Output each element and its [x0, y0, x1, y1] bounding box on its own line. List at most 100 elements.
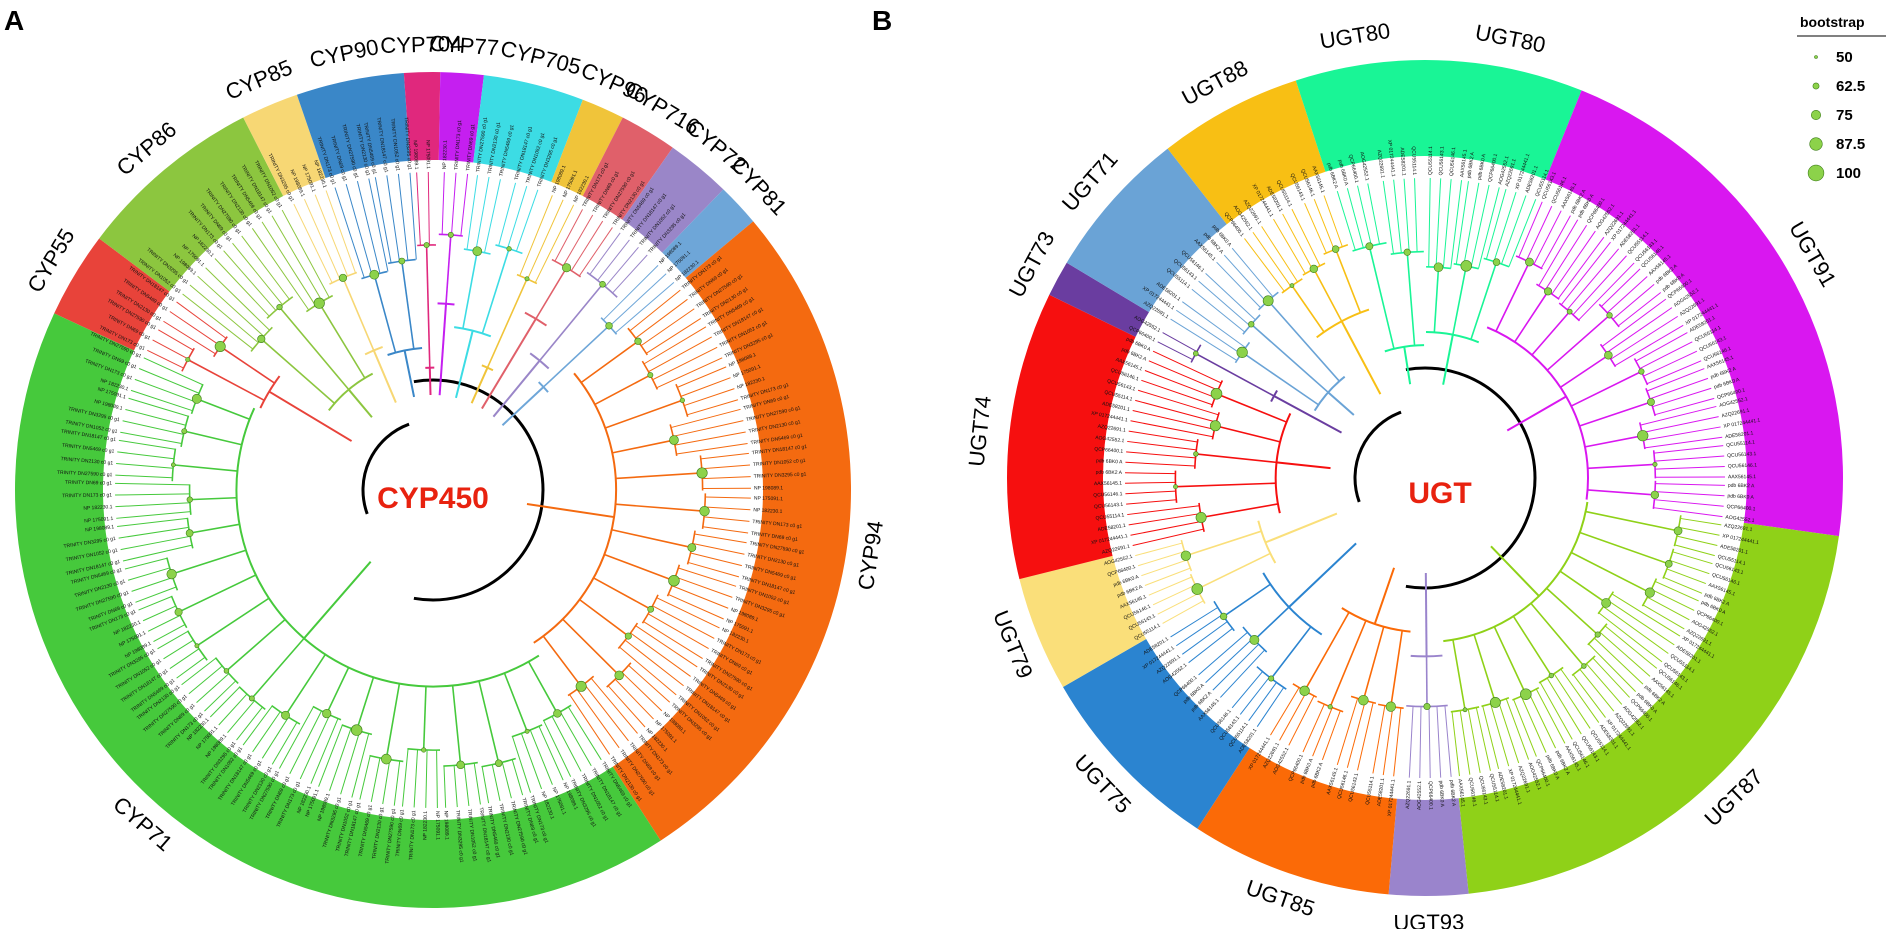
clade-band-ugt74	[1006, 294, 1136, 580]
bootstrap-node	[647, 372, 654, 379]
leaf-label: QCU55114.1	[1726, 439, 1756, 448]
clade-band-cyp705	[473, 75, 583, 182]
leaf-label: XP 017244441.1	[1387, 779, 1397, 817]
clade-band-cyp96	[551, 99, 623, 196]
leaf-label: NP 175091.1	[424, 140, 430, 169]
clade-band-cyp81	[662, 189, 754, 278]
bootstrap-node	[456, 760, 465, 770]
clade-band-ugt88	[1167, 80, 1326, 225]
bootstrap-node	[447, 231, 454, 238]
leaf-label: NP 198089.1	[442, 811, 449, 841]
bootstrap-node	[1268, 675, 1275, 682]
clade-band-cyp55	[54, 238, 170, 351]
legend-marker	[1812, 82, 1820, 90]
leaf-label: AOG42552.1	[1095, 435, 1125, 445]
clade-band-cyp71	[15, 313, 661, 908]
bootstrap-node	[338, 273, 347, 282]
leaf-label: NP 175091.1	[434, 811, 440, 840]
leaf-label: TRINITY DN27590 c0 g1	[57, 470, 113, 479]
bootstrap-node	[1403, 248, 1411, 256]
leaf-label: QCP66400.1	[1726, 504, 1756, 513]
bootstrap-node	[687, 543, 697, 552]
leaf-label: QCU56146.1	[1728, 463, 1758, 470]
leaf-label: pdb 6BK2 A	[1728, 483, 1755, 490]
leaf-label: AZQ22691.1	[1376, 149, 1386, 178]
bootstrap-node	[1210, 387, 1223, 400]
leaf-label: QCU56146.1	[1449, 147, 1458, 177]
bootstrap-node	[647, 605, 655, 613]
bootstrap-node	[1673, 526, 1683, 536]
leaf-label: AAX56145.1	[1459, 149, 1468, 178]
legend-marker	[1811, 110, 1822, 121]
legend-label: 100	[1836, 165, 1861, 182]
leaf-label: TRINITY DN3295 c0 g1	[754, 472, 807, 480]
leaf-label: TRINITY DN1052 c0 g1	[389, 118, 401, 171]
bootstrap-node	[322, 708, 332, 719]
bootstrap-node	[553, 709, 562, 718]
bootstrap-node	[223, 668, 230, 674]
clade-label-cyp90: CYP90	[307, 34, 380, 72]
clade-band-cyp716	[582, 117, 673, 220]
clade-band-ugt73	[1049, 262, 1149, 337]
legend-label: 87.5	[1836, 136, 1865, 153]
bootstrap-node	[1309, 264, 1318, 274]
bootstrap-node	[562, 263, 572, 273]
leaf-label: TRINITY DN3295 c0 g1	[403, 117, 413, 170]
bootstrap-node	[575, 680, 587, 692]
clade-label-cyp85: CYP85	[222, 55, 296, 105]
bootstrap-node	[668, 574, 680, 587]
leaf-label: XP 017244441.1	[1386, 139, 1396, 177]
leaf-label: AOG42552.1	[1417, 781, 1424, 811]
bootstrap-node	[1638, 368, 1645, 375]
leaf-label: TRINITY DN2130 c0 g1	[60, 456, 113, 466]
bootstrap-node	[1192, 350, 1199, 357]
clade-band-ugt80	[1295, 60, 1425, 172]
legend-marker	[1809, 137, 1823, 151]
leaf-label: TRINITY DN3295 c0 g1	[454, 810, 464, 863]
bootstrap-node	[1601, 598, 1611, 608]
bootstrap-node	[524, 728, 530, 734]
bootstrap-node	[214, 340, 226, 352]
leaf-label: pdb 6BK0 A	[1438, 780, 1445, 807]
bootstrap-node	[1460, 260, 1472, 272]
panel-a-letter: A	[4, 5, 24, 36]
bootstrap-node	[1358, 694, 1369, 706]
leaf-label: pdb 6BK0 A	[1477, 153, 1488, 181]
leaf-label: QCU56143.1	[1727, 451, 1757, 459]
leaf-label: NP 198089.1	[85, 524, 115, 533]
leaf-label: QCU55114.1	[1095, 512, 1125, 521]
leaf-label: QCU55114.1	[1410, 146, 1417, 175]
leaf-label: AAX56145.1	[1457, 779, 1466, 808]
leaf-label: QCU56143.1	[1094, 502, 1124, 511]
clade-label-cyp77: CYP77	[428, 30, 499, 60]
bootstrap-node	[1647, 398, 1655, 406]
bootstrap-node	[185, 357, 191, 363]
clade-label-cyp705: CYP705	[498, 36, 584, 80]
leaf-label: pdb 6BK2 A	[1448, 780, 1456, 807]
leaf-label: QCU56143.1	[1477, 775, 1488, 805]
clade-color-ring	[1006, 60, 1843, 896]
bootstrap-node	[679, 397, 685, 403]
bootstrap-node	[599, 281, 606, 288]
bootstrap-node	[1644, 587, 1655, 598]
bootstrap-node	[1650, 490, 1660, 500]
legend-label: 75	[1836, 107, 1853, 124]
leaf-label: TRINITY DN69 c0 g1	[395, 809, 406, 857]
bootstrap-node	[185, 529, 194, 537]
leaf-label: ADE58201.1	[1376, 777, 1386, 806]
bootstrap-circles	[166, 231, 710, 770]
leaf-label: QCP66400.1	[1427, 781, 1434, 810]
leaf-label: QCU56146.1	[1093, 491, 1123, 499]
clade-band-ugt87	[1458, 522, 1839, 894]
bootstrap-node	[1581, 663, 1587, 669]
leaf-label: TRINITY DN69 c0 g1	[465, 124, 476, 172]
leaf-label: AAX56145.1	[1728, 474, 1756, 480]
clade-band-cyp90	[296, 73, 410, 178]
bootstrap-node	[1262, 295, 1274, 307]
leaf-label: ADE58201.1	[1725, 430, 1754, 440]
bootstrap-node	[614, 670, 624, 681]
bootstrap-node	[1606, 312, 1613, 319]
clade-band-ugt93	[1388, 798, 1469, 896]
